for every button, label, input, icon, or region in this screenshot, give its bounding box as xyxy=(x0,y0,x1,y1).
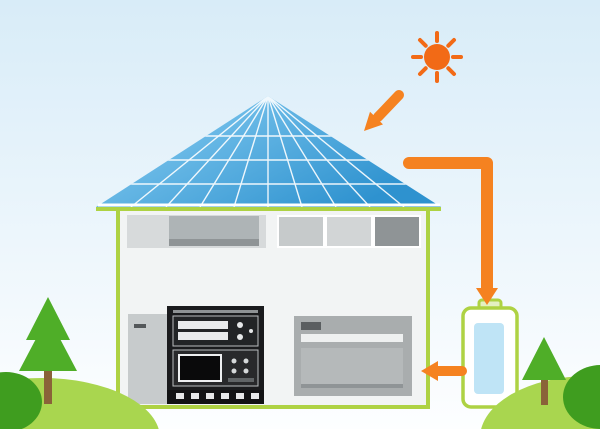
battery-cell xyxy=(474,323,504,394)
microwave-button xyxy=(243,358,249,364)
dishwasher-foot xyxy=(301,384,403,388)
tree-foliage xyxy=(19,316,77,371)
tree-trunk xyxy=(44,352,52,404)
knob xyxy=(237,334,243,340)
range-hood xyxy=(169,216,259,239)
microwave-button xyxy=(231,358,237,364)
arrow-shaft xyxy=(373,90,404,122)
sun-ray xyxy=(446,38,456,48)
knob xyxy=(237,322,243,328)
arrow-head xyxy=(421,361,438,381)
base-button xyxy=(221,393,229,399)
hill-left xyxy=(0,378,159,429)
dishwasher-badge xyxy=(301,322,321,330)
bush-left xyxy=(0,372,42,429)
kitchen-appliance-stack xyxy=(167,306,264,404)
microwave-button xyxy=(231,368,237,374)
refrigerator xyxy=(128,314,167,404)
bush-right xyxy=(563,365,600,429)
base-button xyxy=(176,393,184,399)
tree-trunk xyxy=(541,376,548,405)
sun-ray xyxy=(418,66,428,76)
dishwasher-slot xyxy=(301,334,403,342)
arrow-battery-to-appliances xyxy=(421,361,467,381)
sun-core xyxy=(424,44,450,70)
solar-panel-roof xyxy=(96,96,441,211)
window-pane-dark xyxy=(375,217,419,246)
knob xyxy=(249,329,253,333)
sun-ray xyxy=(418,38,428,48)
display-bar xyxy=(178,321,228,329)
tree-right xyxy=(522,337,566,405)
refrigerator-handle xyxy=(134,324,146,328)
base-button xyxy=(206,393,214,399)
appliance-trim xyxy=(173,310,258,313)
house xyxy=(116,207,430,409)
appliance-control-panel xyxy=(172,315,259,347)
tree-left xyxy=(19,297,77,404)
arrow-head xyxy=(476,288,498,305)
arrow-shaft xyxy=(403,157,493,296)
dishwasher-door xyxy=(301,348,403,388)
window-pane xyxy=(279,217,323,246)
microwave xyxy=(172,349,259,387)
arrow-head xyxy=(364,111,383,131)
storage-battery xyxy=(461,298,519,409)
appliances xyxy=(128,306,412,404)
display-bar xyxy=(178,332,228,340)
upper-floor-windows xyxy=(127,215,421,248)
energy-flow-arrows xyxy=(364,90,498,381)
sun-ray xyxy=(446,66,456,76)
dishwasher xyxy=(294,316,412,396)
base-button xyxy=(236,393,244,399)
sun-icon xyxy=(411,31,463,83)
arrow-roof-to-battery xyxy=(403,157,498,305)
greenery xyxy=(0,297,600,429)
microwave-window xyxy=(178,354,222,382)
arrow-sun-to-roof xyxy=(364,90,404,131)
microwave-button xyxy=(243,368,249,374)
microwave-handle xyxy=(228,378,254,382)
tree-foliage xyxy=(522,337,566,380)
range-hood-lip xyxy=(169,239,259,246)
base-button xyxy=(191,393,199,399)
base-button xyxy=(251,393,259,399)
window-pane xyxy=(327,217,371,246)
